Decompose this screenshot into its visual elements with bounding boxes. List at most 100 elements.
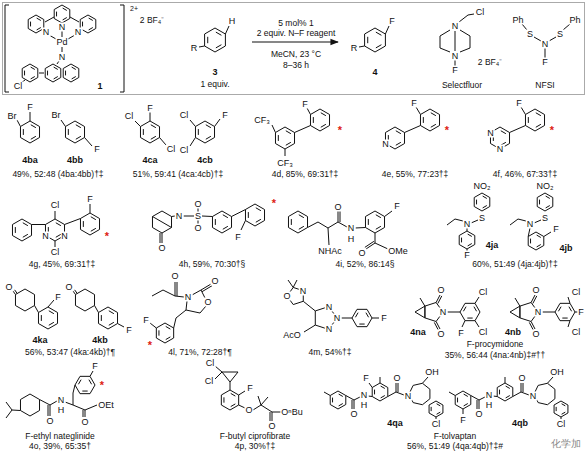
compound-number: 4ca [142,156,157,165]
bond [288,280,293,287]
bond [6,410,12,418]
atom-label: F [459,416,467,425]
bond [396,142,401,145]
reaction-condition: MeCN, 23 °C [270,50,322,59]
atom-label: Cl [431,420,442,429]
bond [562,412,566,414]
bond [30,22,31,27]
bond [39,73,44,74]
atom-label: Cl [205,359,216,368]
bond [15,290,17,294]
bond [328,228,329,245]
atom-label: N [451,22,460,31]
bond [338,211,339,222]
bond [437,404,441,406]
bond [534,220,541,223]
bond [278,135,279,141]
atom-label: Cl [50,201,61,210]
atom-label: Cl [179,146,190,155]
bond [162,233,163,243]
atom-label: F [221,111,229,120]
bond [76,125,81,128]
bond [483,206,487,208]
site-marker: * [445,125,449,136]
bond [569,307,572,312]
bond [198,129,199,135]
site-marker: * [338,125,342,136]
bond [73,393,74,405]
atom-label: F [380,314,388,323]
compound-number: 4qa [387,419,403,428]
yield-caption: F-ethyl nateglinide [25,432,94,441]
site-marker: * [272,198,276,209]
bond [45,17,54,22]
atom-label: N [74,28,83,37]
atom-label: F [393,202,401,211]
bond [199,46,205,47]
ring [537,193,553,211]
bond [539,200,540,205]
bond [163,290,175,296]
ring [156,323,173,343]
bond [215,366,222,372]
bond [537,235,541,237]
bond [372,318,379,319]
bond [285,149,286,156]
bond [202,286,212,292]
ring [330,391,346,409]
atom-label: H [360,401,369,410]
bond [556,407,557,411]
bond [547,377,553,383]
bond [307,108,310,115]
bond [63,8,67,10]
atom-label: N [333,314,342,323]
compound-number: 4ka [32,336,47,345]
bond [68,129,69,135]
compound-number: 4jb [559,244,572,253]
bond [230,382,231,390]
bond [65,402,73,405]
ring [275,127,294,149]
atom-label: N [439,308,448,317]
atom-label: N [58,23,67,32]
bond [256,219,261,222]
bond [523,383,524,392]
bond [186,301,187,310]
bond [160,233,161,243]
bond [54,77,58,79]
bond [318,222,328,228]
bond [32,224,46,225]
ring [75,376,95,393]
ring [474,193,490,211]
atom-label: Cl [166,145,177,154]
bond [528,228,530,237]
bond [12,410,20,412]
atom-label: R [190,44,199,53]
bond [78,380,81,385]
bond [405,126,421,133]
yield-caption: 4h, 59%, 70:30†§ [179,260,246,269]
bond [346,396,354,401]
bond [72,67,76,69]
bond [375,243,388,249]
bond [261,405,272,412]
atom-label: F [457,329,465,338]
ring [460,303,480,320]
ring [75,289,94,311]
bond [321,124,326,127]
bond [549,37,556,41]
atom-label: S [541,214,549,223]
atom-label: F [515,99,523,108]
ring [12,219,31,241]
bond [447,219,455,225]
bond [239,391,245,395]
atom-label: O [45,417,54,426]
atom-label: N [299,287,308,296]
bond [365,241,374,247]
atom-label: NO₂ [473,182,492,191]
bond [381,396,385,398]
compound-number: 4kb [92,336,108,345]
bond [48,300,54,307]
bond [83,410,84,417]
bond [515,298,520,306]
